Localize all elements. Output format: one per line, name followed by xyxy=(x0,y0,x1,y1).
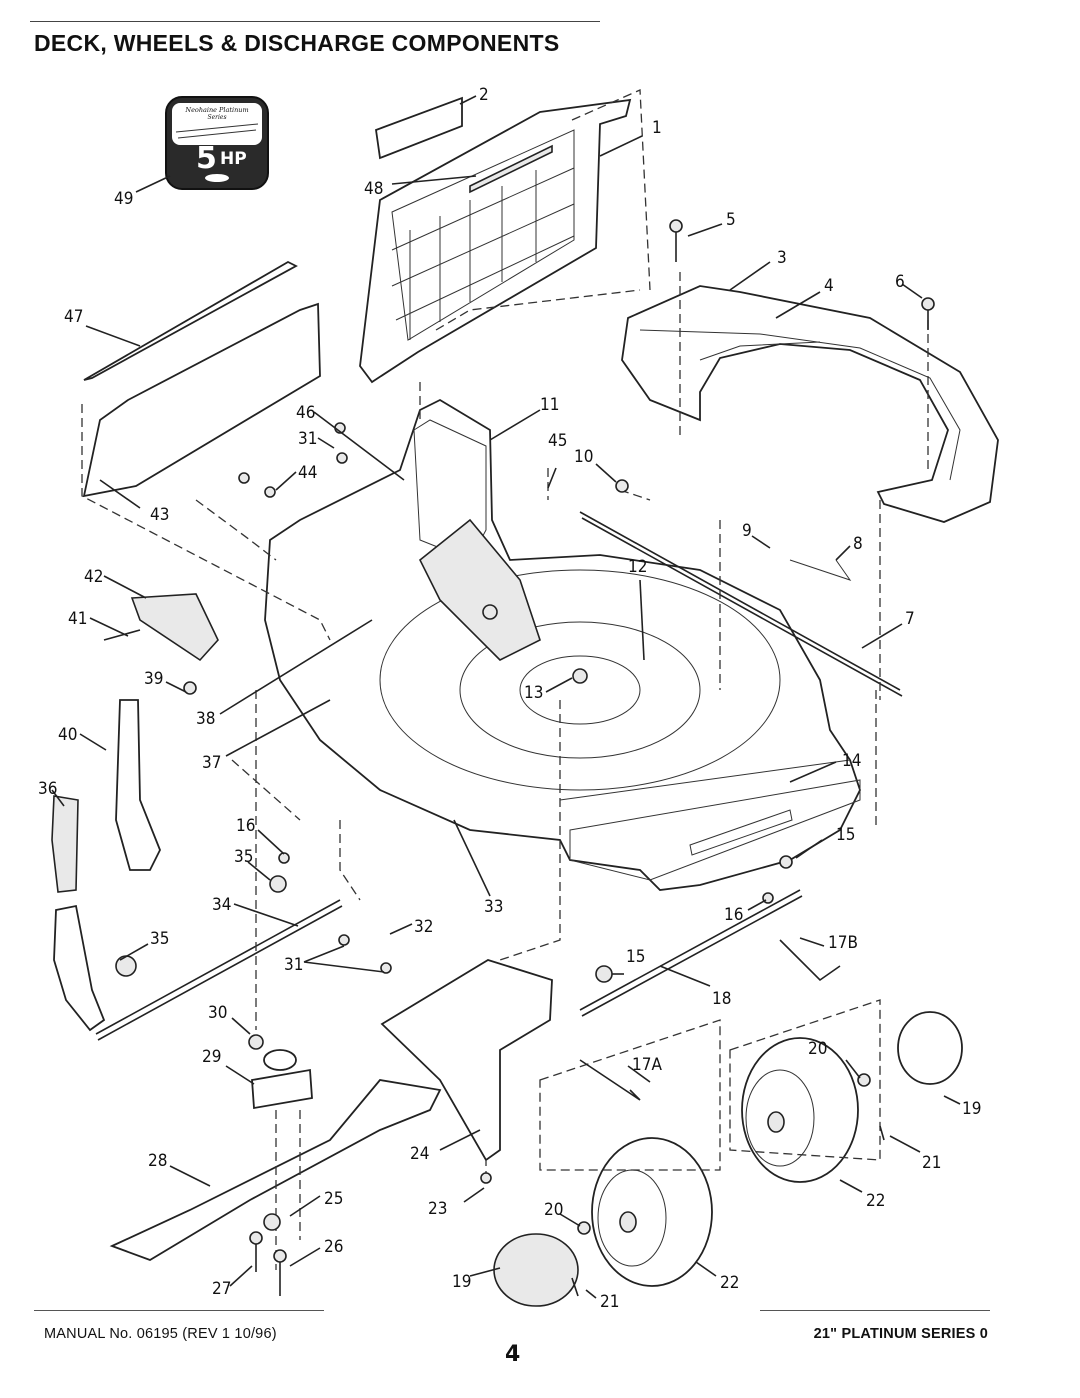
decal-line1: Neohaine Platinum xyxy=(184,106,248,114)
callout-7: 7 xyxy=(905,609,915,629)
callout-10: 10 xyxy=(574,447,593,467)
callout-19b: 19 xyxy=(452,1272,471,1292)
callout-15a: 15 xyxy=(836,825,855,845)
callout-44: 44 xyxy=(298,463,317,483)
assembly-lines xyxy=(81,89,929,1270)
callout-36: 36 xyxy=(38,779,57,799)
callout-22b: 22 xyxy=(720,1273,739,1293)
callout-32: 32 xyxy=(414,917,433,937)
decal-hp-digit: 5 xyxy=(196,141,217,176)
manual-number: MANUAL No. 06195 (REV 1 10/96) xyxy=(44,1326,277,1342)
callout-8: 8 xyxy=(853,534,863,554)
leader-lines xyxy=(51,95,961,1299)
discharge-chute xyxy=(621,285,999,523)
mulch-baffle xyxy=(380,959,553,1162)
callout-48: 48 xyxy=(364,179,383,199)
callout-20b: 20 xyxy=(544,1200,563,1220)
page-number: 4 xyxy=(505,1342,521,1367)
decal-hp-label: HP xyxy=(220,149,247,169)
wheel-front xyxy=(591,1137,713,1287)
callout-24: 24 xyxy=(410,1144,429,1164)
hp-decal: Neohaine Platinum Series 5 HP xyxy=(165,96,269,190)
footer-rule-left xyxy=(34,1310,324,1311)
footer-rule-right xyxy=(760,1310,990,1311)
rod xyxy=(83,260,298,381)
linkage-rod xyxy=(579,511,903,697)
callout-26: 26 xyxy=(324,1237,343,1257)
mower-deck xyxy=(264,398,861,891)
callout-12: 12 xyxy=(628,557,647,577)
callout-46: 46 xyxy=(296,403,315,423)
series-name: 21" PLATINUM SERIES 0 xyxy=(813,1326,988,1342)
callout-42: 42 xyxy=(84,567,103,587)
callout-47: 47 xyxy=(64,307,83,327)
callout-14: 14 xyxy=(842,751,861,771)
rear-baffle xyxy=(82,302,321,498)
fasteners xyxy=(103,219,935,1297)
callout-34: 34 xyxy=(212,895,231,915)
callout-9: 9 xyxy=(742,521,752,541)
spring xyxy=(789,559,852,581)
callout-16a: 16 xyxy=(236,816,255,836)
callout-49: 49 xyxy=(114,189,133,209)
callout-31a: 31 xyxy=(298,429,317,449)
callout-41: 41 xyxy=(68,609,87,629)
callout-labels: 1 2 3 4 5 6 7 8 9 10 11 12 13 14 15 15 1… xyxy=(38,85,981,1312)
callout-37: 37 xyxy=(202,753,221,773)
callout-21b: 21 xyxy=(600,1292,619,1312)
height-plate xyxy=(130,593,219,662)
top-rule xyxy=(30,21,600,22)
page-title: DECK, WHEELS & DISCHARGE COMPONENTS xyxy=(34,30,560,56)
callout-5: 5 xyxy=(726,210,736,230)
callout-28: 28 xyxy=(148,1151,167,1171)
callout-38: 38 xyxy=(196,709,215,729)
callout-18: 18 xyxy=(712,989,731,1009)
callout-35b: 35 xyxy=(150,929,169,949)
callout-25: 25 xyxy=(324,1189,343,1209)
decal-line2: Series xyxy=(207,114,226,121)
callout-20a: 20 xyxy=(808,1039,827,1059)
callout-31b: 31 xyxy=(284,955,303,975)
rear-axle xyxy=(579,889,803,1017)
callout-6: 6 xyxy=(895,272,905,292)
callout-11: 11 xyxy=(540,395,559,415)
callout-30: 30 xyxy=(208,1003,227,1023)
callout-35a: 35 xyxy=(234,847,253,867)
callout-2: 2 xyxy=(479,85,489,105)
callout-29: 29 xyxy=(202,1047,221,1067)
callout-4: 4 xyxy=(824,276,834,296)
decal-label xyxy=(375,96,463,160)
callout-3: 3 xyxy=(777,248,787,268)
callout-27: 27 xyxy=(212,1279,231,1299)
callout-22a: 22 xyxy=(866,1191,885,1211)
callout-23: 23 xyxy=(428,1199,447,1219)
callout-13: 13 xyxy=(524,683,543,703)
rear-flap xyxy=(359,98,632,384)
wheel-rear xyxy=(741,1037,859,1183)
hubcap-rear xyxy=(897,1011,963,1085)
callout-21a: 21 xyxy=(922,1153,941,1173)
blade-adapter xyxy=(251,1068,313,1110)
callout-43: 43 xyxy=(150,505,169,525)
callout-40: 40 xyxy=(58,725,77,745)
flap-spring xyxy=(469,144,553,194)
callout-45: 45 xyxy=(548,431,567,451)
callout-17a: 17A xyxy=(632,1055,662,1075)
handle-bracket xyxy=(51,795,79,893)
wheel-bracket xyxy=(53,904,106,1032)
callout-17b: 17B xyxy=(828,933,858,953)
callout-1: 1 xyxy=(652,118,662,138)
hubcap-front xyxy=(493,1233,579,1307)
height-lever xyxy=(115,699,161,871)
front-axle xyxy=(95,899,343,1041)
callout-33: 33 xyxy=(484,897,503,917)
callout-39: 39 xyxy=(144,669,163,689)
callout-16b: 16 xyxy=(724,905,743,925)
callout-19a: 19 xyxy=(962,1099,981,1119)
callout-15b: 15 xyxy=(626,947,645,967)
